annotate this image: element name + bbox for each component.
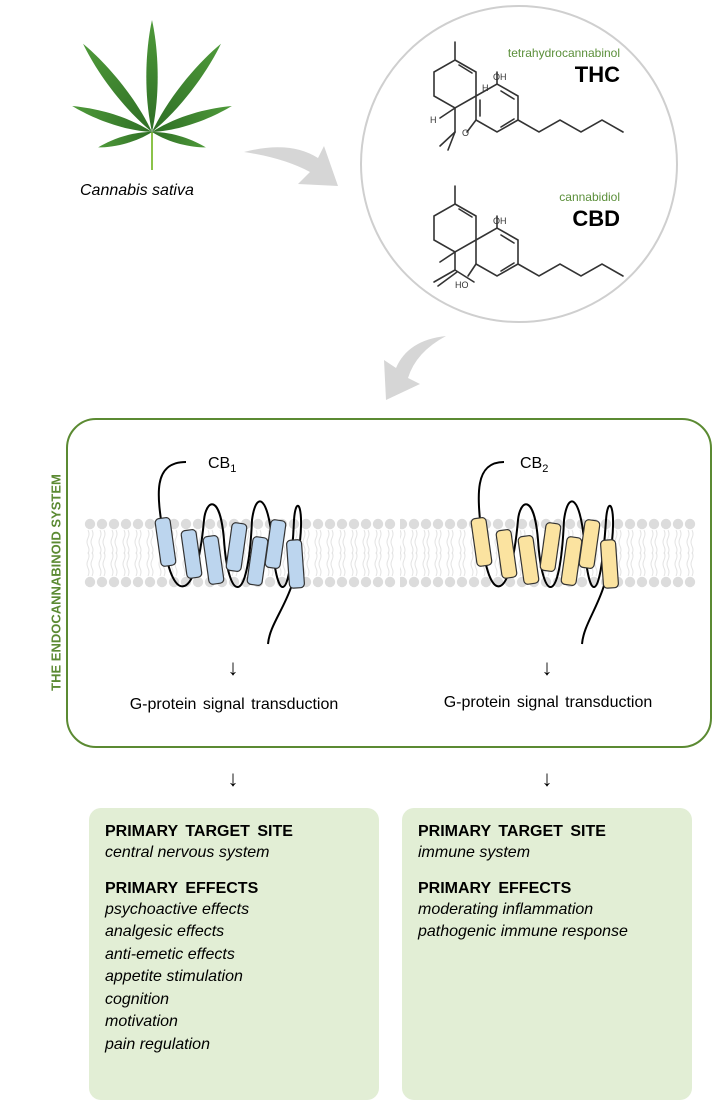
cb1-effects-box: PRIMARY TARGET SITE central nervous syst… bbox=[89, 808, 379, 1100]
target-site: central nervous system bbox=[105, 844, 270, 861]
plant-caption: Cannabis sativa bbox=[80, 182, 194, 199]
effect-item: analgesic effects bbox=[105, 923, 225, 940]
cb2-label-text: CB bbox=[520, 455, 543, 472]
ho-label: HO bbox=[455, 280, 469, 290]
effect-item: motivation bbox=[105, 1013, 178, 1030]
flow-arrow-icon bbox=[244, 146, 338, 186]
effects-heading: PRIMARY EFFECTS bbox=[105, 879, 259, 897]
effect-item: pain regulation bbox=[105, 1035, 210, 1053]
down-arrow-icon: ↓ bbox=[541, 655, 553, 680]
effect-item: psychoactive effects bbox=[105, 900, 250, 918]
thc-name: tetrahydrocannabinol bbox=[507, 46, 620, 60]
h-label: H bbox=[482, 83, 489, 93]
effect-item: pathogenic immune response bbox=[418, 923, 628, 940]
cb1-label: CB1 bbox=[208, 455, 236, 475]
cbd-name: cannabidiol bbox=[559, 190, 620, 204]
cb1-label-text: CB bbox=[208, 455, 231, 472]
target-site: immune system bbox=[418, 844, 531, 861]
system-title: THE ENDOCANNABINOID SYSTEM bbox=[48, 474, 64, 691]
down-arrow-icon: ↓ bbox=[541, 766, 553, 791]
effect-item: moderating inflammation bbox=[418, 900, 594, 918]
flow-arrow-icon bbox=[384, 336, 446, 400]
effect-item: appetite stimulation bbox=[105, 968, 243, 985]
target-heading: PRIMARY TARGET SITE bbox=[105, 823, 293, 840]
effect-item: anti-emetic effects bbox=[105, 945, 235, 963]
oxygen-label: O bbox=[462, 128, 469, 138]
effects-heading: PRIMARY EFFECTS bbox=[418, 879, 572, 897]
thc-structure-icon bbox=[433, 41, 624, 151]
cb2-label: CB2 bbox=[520, 455, 548, 475]
cannabis-leaf-icon bbox=[72, 20, 232, 170]
target-heading: PRIMARY TARGET SITE bbox=[418, 823, 606, 840]
down-arrow-icon: ↓ bbox=[227, 766, 239, 791]
effect-item: cognition bbox=[105, 990, 170, 1008]
cb1-transduction: G-protein signal transduction bbox=[129, 696, 339, 713]
h-label: H bbox=[430, 115, 437, 125]
thc-abbr: THC bbox=[574, 62, 620, 87]
cb2-effects-box: PRIMARY TARGET SITE immune system PRIMAR… bbox=[402, 808, 692, 1100]
cb2-receptor-icon bbox=[470, 461, 619, 645]
cb1-label-subscript: 1 bbox=[230, 463, 237, 476]
oh-label: OH bbox=[493, 72, 507, 82]
cb1-receptor-icon bbox=[154, 461, 305, 645]
cbd-structure-icon bbox=[433, 185, 624, 287]
oh-label: OH bbox=[493, 216, 507, 226]
endocannabinoid-system-frame bbox=[66, 418, 712, 748]
down-arrow-icon: ↓ bbox=[227, 655, 239, 680]
cb2-label-subscript: 2 bbox=[542, 463, 549, 476]
cb2-transduction: G-protein signal transduction bbox=[443, 694, 653, 711]
cbd-abbr: CBD bbox=[572, 206, 620, 231]
